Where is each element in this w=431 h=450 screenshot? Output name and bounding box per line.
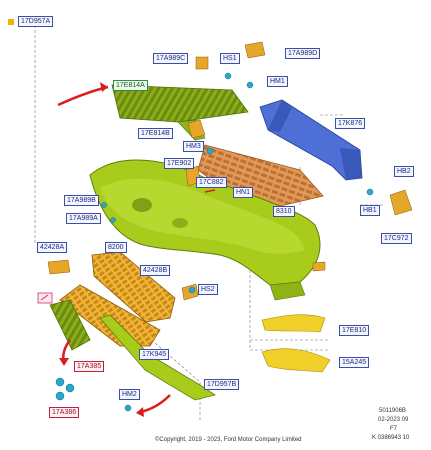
- part-17K876[interactable]: 17K876: [335, 118, 366, 129]
- part-17E814B[interactable]: 17E814B: [138, 128, 173, 139]
- part-17E902[interactable]: 17E902: [164, 158, 195, 169]
- part-17C882[interactable]: 17C882: [196, 177, 227, 188]
- part-8200[interactable]: 8200: [105, 242, 127, 253]
- highlight-arrows: [57, 82, 216, 417]
- drawing-date: 02-2023 09: [378, 417, 409, 423]
- part-HN1[interactable]: HN1: [233, 187, 254, 198]
- upper-grille: [111, 84, 249, 123]
- part-HM1[interactable]: HM1: [267, 76, 288, 87]
- part-8310[interactable]: 8310: [273, 206, 295, 217]
- part-HS2[interactable]: HS2: [198, 284, 218, 295]
- part-HB1[interactable]: HB1: [360, 205, 380, 216]
- part-HS1[interactable]: HS1: [220, 53, 240, 64]
- part-HM3[interactable]: HM3: [183, 141, 204, 152]
- part-17K945[interactable]: 17K945: [139, 349, 170, 360]
- part-17A989C[interactable]: 17A989C: [153, 53, 189, 64]
- clip-icon: [37, 292, 53, 304]
- lower-bracket: [49, 299, 91, 351]
- drawing-code: 5011906B: [379, 408, 406, 414]
- part-15A245[interactable]: 15A245: [339, 357, 370, 368]
- part-HM2[interactable]: HM2: [119, 389, 140, 400]
- part-17E810[interactable]: 17E810: [339, 325, 370, 336]
- copyright-text: ©Copyright, 2019 - 2023, Ford Motor Comp…: [155, 437, 302, 443]
- part-42428B[interactable]: 42428B: [140, 265, 171, 276]
- part-17C972[interactable]: 17C972: [381, 233, 412, 244]
- part-17A385[interactable]: 17A385: [74, 361, 105, 372]
- part-17A989B[interactable]: 17A989B: [64, 195, 99, 206]
- legend-swatch: [8, 19, 14, 25]
- trim-upper: [261, 314, 326, 333]
- part-HB2[interactable]: HB2: [394, 166, 414, 177]
- drawing-ref: K 0386943 10: [372, 435, 410, 441]
- trim-lower: [261, 348, 331, 373]
- drawing-sheet: F7: [390, 426, 398, 432]
- part-17E814A[interactable]: 17E814A: [113, 80, 148, 91]
- energy-absorber: [197, 144, 324, 213]
- part-17A989D[interactable]: 17A989D: [285, 48, 321, 59]
- part-17D957B[interactable]: 17D957B: [204, 379, 240, 390]
- part-42428A[interactable]: 42428A: [37, 242, 68, 253]
- part-17A386[interactable]: 17A386: [49, 407, 80, 418]
- spoiler-lip: [99, 314, 216, 401]
- legend-label: 17D957A: [18, 16, 54, 27]
- part-17A989A[interactable]: 17A989A: [66, 213, 101, 224]
